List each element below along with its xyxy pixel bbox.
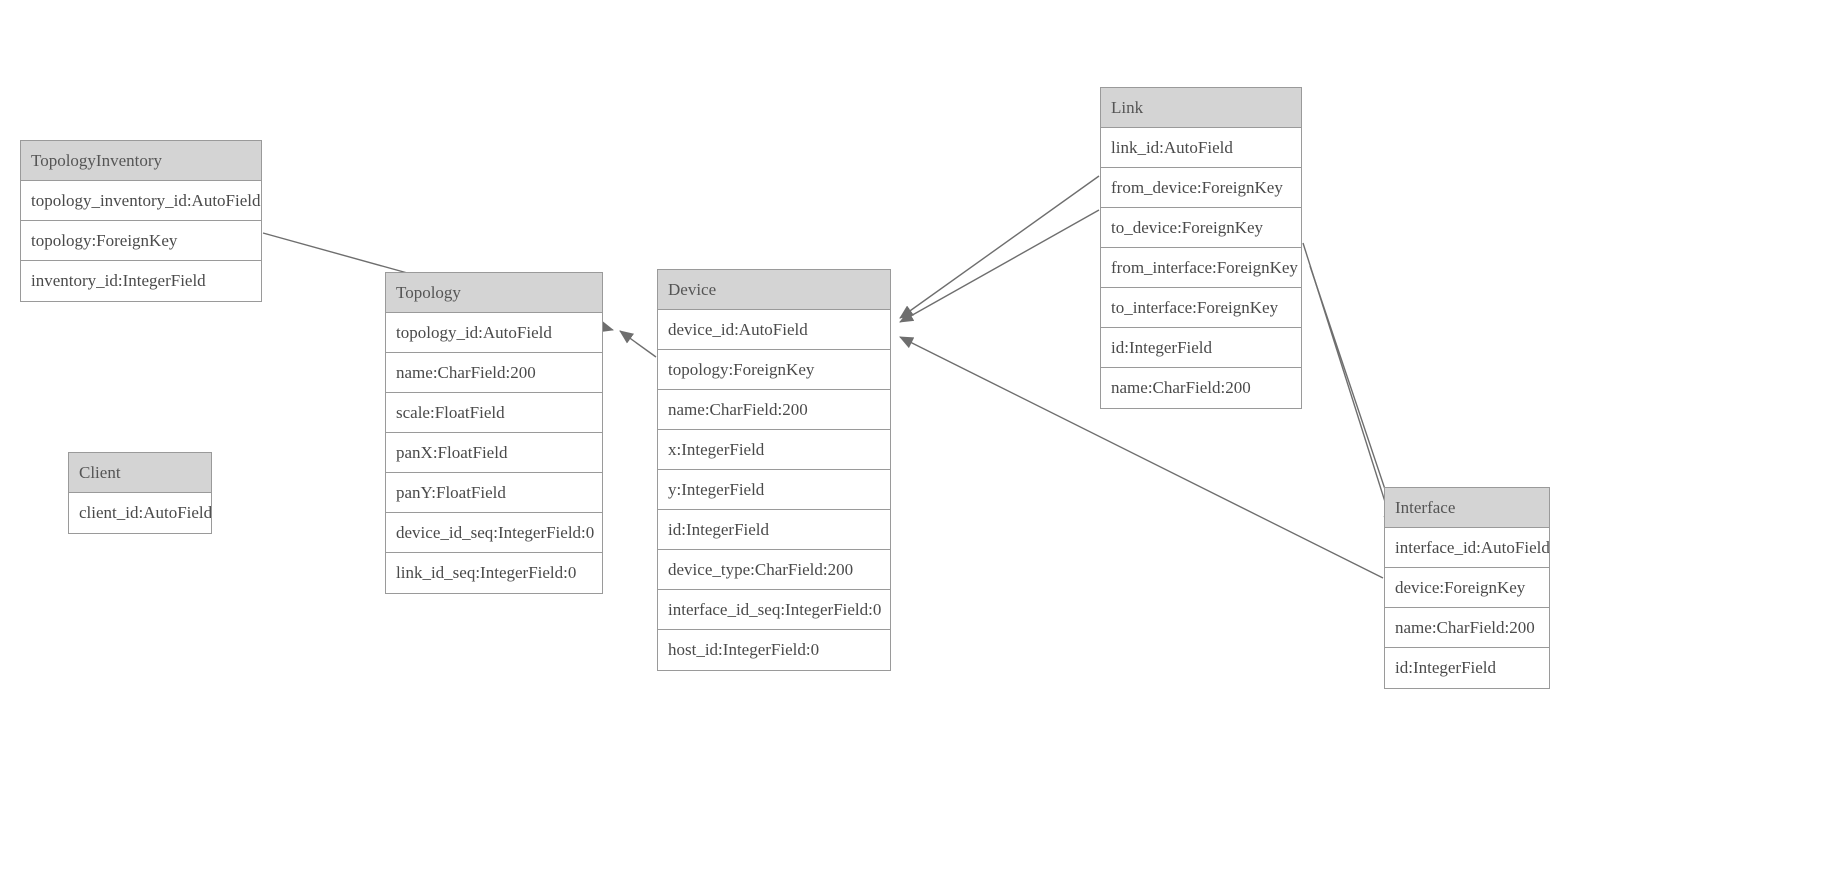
entity-client[interactable]: Client client_id:AutoField	[68, 452, 212, 534]
entity-field-link-name[interactable]: name:CharField:200	[1101, 368, 1301, 408]
entity-field-device-y[interactable]: y:IntegerField	[658, 470, 890, 510]
entity-field-link-to-interface[interactable]: to_interface:ForeignKey	[1101, 288, 1301, 328]
relation-device-topology	[619, 330, 657, 358]
entity-field-link-from-interface[interactable]: from_interface:ForeignKey	[1101, 248, 1301, 288]
entity-field-topology-scale[interactable]: scale:FloatField	[386, 393, 602, 433]
entity-field-link-from-device[interactable]: from_device:ForeignKey	[1101, 168, 1301, 208]
entity-field-device-host-id[interactable]: host_id:IntegerField:0	[658, 630, 890, 670]
entity-title-device: Device	[658, 270, 890, 310]
entity-field-link-link-id[interactable]: link_id:AutoField	[1101, 128, 1301, 168]
entity-field-topology-device-id-seq[interactable]: device_id_seq:IntegerField:0	[386, 513, 602, 553]
entity-field-link-id[interactable]: id:IntegerField	[1101, 328, 1301, 368]
relation-link-from-interface	[1302, 242, 1395, 528]
relation-link-to-device	[899, 209, 1100, 323]
entity-link[interactable]: Link link_id:AutoField from_device:Forei…	[1100, 87, 1302, 409]
entity-field-device-device-id[interactable]: device_id:AutoField	[658, 310, 890, 350]
entity-field-device-name[interactable]: name:CharField:200	[658, 390, 890, 430]
entity-title-topology: Topology	[386, 273, 602, 313]
entity-title-interface: Interface	[1385, 488, 1549, 528]
entity-title-link: Link	[1101, 88, 1301, 128]
entity-device[interactable]: Device device_id:AutoField topology:Fore…	[657, 269, 891, 671]
entity-field-topology-pany[interactable]: panY:FloatField	[386, 473, 602, 513]
entity-field-topology-inventory-inventory-id[interactable]: inventory_id:IntegerField	[21, 261, 261, 301]
entity-field-device-topology[interactable]: topology:ForeignKey	[658, 350, 890, 390]
entity-field-topology-topology-id[interactable]: topology_id:AutoField	[386, 313, 602, 353]
entity-field-client-client-id[interactable]: client_id:AutoField	[69, 493, 211, 533]
entity-interface[interactable]: Interface interface_id:AutoField device:…	[1384, 487, 1550, 689]
entity-field-link-to-device[interactable]: to_device:ForeignKey	[1101, 208, 1301, 248]
entity-topology-inventory[interactable]: TopologyInventory topology_inventory_id:…	[20, 140, 262, 302]
entity-title-client: Client	[69, 453, 211, 493]
entity-field-topology-panx[interactable]: panX:FloatField	[386, 433, 602, 473]
entity-field-device-device-type[interactable]: device_type:CharField:200	[658, 550, 890, 590]
entity-topology[interactable]: Topology topology_id:AutoField name:Char…	[385, 272, 603, 594]
entity-field-interface-interface-id[interactable]: interface_id:AutoField	[1385, 528, 1549, 568]
relation-link-from-device	[899, 175, 1100, 319]
entity-field-interface-id[interactable]: id:IntegerField	[1385, 648, 1549, 688]
entity-field-interface-device[interactable]: device:ForeignKey	[1385, 568, 1549, 608]
entity-field-topology-link-id-seq[interactable]: link_id_seq:IntegerField:0	[386, 553, 602, 593]
entity-field-device-id[interactable]: id:IntegerField	[658, 510, 890, 550]
entity-field-topology-name[interactable]: name:CharField:200	[386, 353, 602, 393]
entity-field-topology-inventory-id[interactable]: topology_inventory_id:AutoField	[21, 181, 261, 221]
entity-field-device-x[interactable]: x:IntegerField	[658, 430, 890, 470]
entity-field-topology-inventory-topology[interactable]: topology:ForeignKey	[21, 221, 261, 261]
entity-field-device-interface-id-seq[interactable]: interface_id_seq:IntegerField:0	[658, 590, 890, 630]
entity-title-topology-inventory: TopologyInventory	[21, 141, 261, 181]
entity-field-interface-name[interactable]: name:CharField:200	[1385, 608, 1549, 648]
